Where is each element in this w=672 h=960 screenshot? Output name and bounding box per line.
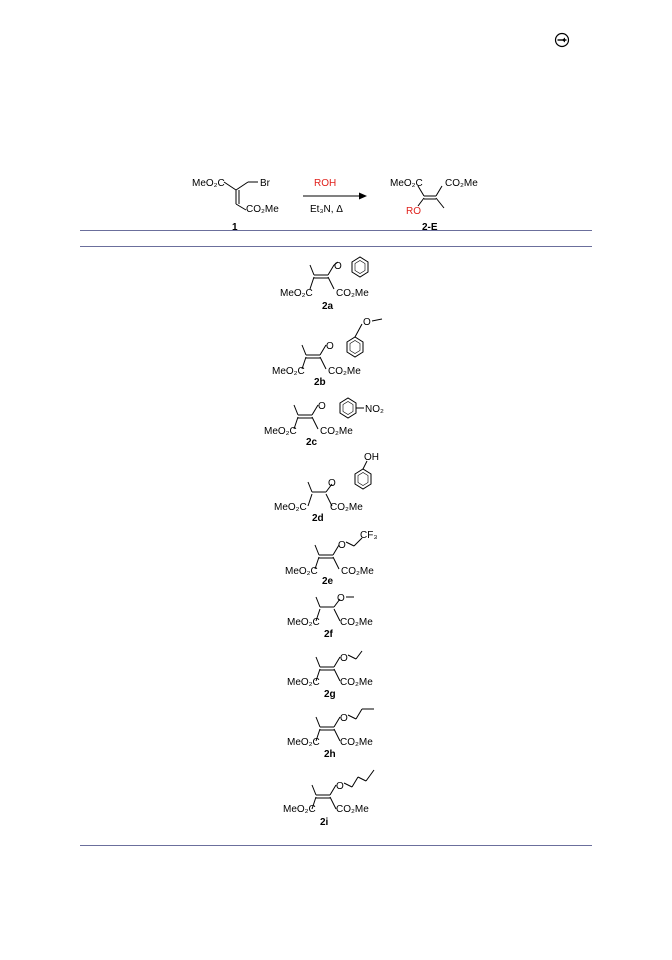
structure-text: MeO₂C xyxy=(283,804,316,815)
structure-text: O xyxy=(338,540,346,551)
product-structure xyxy=(417,185,445,209)
compound-label-2e: 2e xyxy=(322,576,334,587)
reaction-arrow xyxy=(303,192,367,200)
structure-text: NO₂ xyxy=(365,404,384,415)
compound-label-2f: 2f xyxy=(324,629,334,640)
structure-text: MeO₂C xyxy=(287,617,320,628)
structure-text: O xyxy=(318,401,326,412)
compound-2g: O MeO₂C CO₂Me 2g xyxy=(287,650,373,700)
compound-label-2c: 2c xyxy=(306,437,318,448)
product-alkoxy: RO xyxy=(406,206,421,217)
structure-text: O xyxy=(340,713,348,724)
compound-label-2h: 2h xyxy=(324,749,336,760)
compound-2b: O O MeO₂C CO₂Me 2b xyxy=(272,317,383,388)
structure-text: CO₂Me xyxy=(341,566,374,577)
compound-label-2a: 2a xyxy=(322,301,334,312)
compound-label-2d: 2d xyxy=(312,513,324,524)
structure-text: CO₂Me xyxy=(330,502,363,513)
compound-2i: O MeO₂C CO₂Me 2i xyxy=(283,769,375,828)
compound-2a: O MeO₂C CO₂Me 2a xyxy=(280,256,369,312)
structure-text: MeO₂C xyxy=(272,366,305,377)
table-header-rule xyxy=(80,246,592,247)
structure-text: CO₂Me xyxy=(320,426,353,437)
table-top-rule xyxy=(80,230,592,231)
reactant-structure xyxy=(223,181,258,211)
compound-2h: O MeO₂C CO₂Me 2h xyxy=(287,708,374,760)
compound-2f: O MeO₂C CO₂Me 2f xyxy=(287,593,373,640)
structure-text: CO₂Me xyxy=(336,288,369,299)
compound-2c: O NO₂ MeO₂C CO₂Me 2c xyxy=(264,397,384,448)
structure-text: O xyxy=(326,341,334,352)
structure-text: O xyxy=(337,593,345,604)
structure-text: O xyxy=(334,261,342,272)
reaction-scheme: MeO₂C Br CO₂Me 1 ROH Et₃N, Δ MeO₂C CO₂Me… xyxy=(0,160,672,245)
compound-2d: O OH MeO₂C CO₂Me 2d xyxy=(274,452,379,524)
reactant-bromide: Br xyxy=(260,178,271,189)
structure-text: CO₂Me xyxy=(340,677,373,688)
product-ester-left: MeO₂C xyxy=(390,178,423,189)
structure-text: MeO₂C xyxy=(280,288,313,299)
structure-text: MeO₂C xyxy=(264,426,297,437)
reactant-ester-top: MeO₂C xyxy=(192,178,225,189)
structure-text: MeO₂C xyxy=(287,737,320,748)
structure-text: O xyxy=(328,478,336,489)
structure-text: MeO₂C xyxy=(287,677,320,688)
compound-table: O MeO₂C CO₂Me 2a O O MeO₂C CO₂Me 2b O NO… xyxy=(0,248,672,853)
product-label: 2-E xyxy=(422,222,438,233)
compound-label-2i: 2i xyxy=(320,817,329,828)
product-ester-right: CO₂Me xyxy=(445,178,478,189)
structure-text: O xyxy=(336,781,344,792)
structure-text: CO₂Me xyxy=(340,737,373,748)
reactant-label: 1 xyxy=(232,222,238,233)
reactant-ester-bottom: CO₂Me xyxy=(246,204,279,215)
structure-text: CO₂Me xyxy=(340,617,373,628)
compound-label-2b: 2b xyxy=(314,377,326,388)
structure-text: CO₂Me xyxy=(328,366,361,377)
reagent-below: Et₃N, Δ xyxy=(310,204,343,215)
structure-text: OH xyxy=(364,452,379,463)
structure-text: CF₃ xyxy=(360,530,377,541)
compound-label-2g: 2g xyxy=(324,689,336,700)
structure-text: MeO₂C xyxy=(274,502,307,513)
document-badge-icon xyxy=(552,30,572,55)
structure-text: CO₂Me xyxy=(336,804,369,815)
structure-text: O xyxy=(340,653,348,664)
structure-text: O xyxy=(363,317,371,328)
reagent-above: ROH xyxy=(314,178,336,189)
structure-text: MeO₂C xyxy=(285,566,318,577)
compound-2e: O CF₃ MeO₂C CO₂Me 2e xyxy=(285,530,377,587)
table-bottom-rule xyxy=(80,845,592,846)
